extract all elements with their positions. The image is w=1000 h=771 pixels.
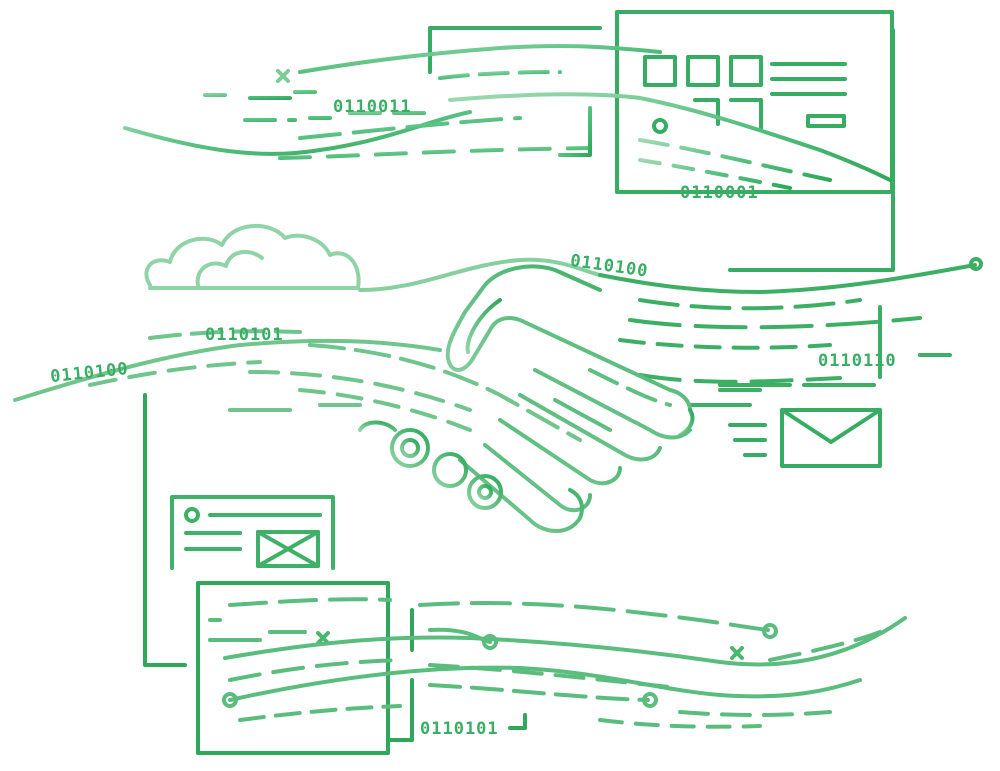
- top-data-stream: [123, 43, 892, 190]
- bottom-data-stream: [208, 597, 907, 729]
- grid-square-5: [729, 98, 763, 130]
- grid-square-3: [729, 55, 763, 87]
- cloud-icon: [144, 224, 361, 290]
- envelope-icon: [728, 408, 882, 468]
- binary-label: 0110001: [680, 183, 759, 203]
- small-window: [170, 495, 335, 570]
- binary-label: 0110100: [49, 359, 129, 387]
- close-x-icon: [316, 631, 744, 660]
- handshake-icon: [358, 264, 695, 533]
- grid-square-2: [686, 55, 720, 87]
- window-button: [806, 114, 846, 128]
- right-data-stream: [598, 257, 983, 407]
- binary-label: 0110011: [333, 97, 412, 117]
- middle-data-stream: [13, 329, 582, 442]
- image-placeholder-icon: [256, 530, 320, 568]
- large-window: [143, 393, 527, 755]
- close-x-icon: [276, 69, 290, 83]
- grid-square-1: [643, 55, 677, 87]
- binary-label: 0110110: [818, 351, 897, 371]
- top-browser-window: [428, 10, 895, 272]
- binary-label: 0110101: [420, 719, 499, 739]
- node-dot: [652, 118, 668, 134]
- binary-label: 0110101: [205, 325, 284, 345]
